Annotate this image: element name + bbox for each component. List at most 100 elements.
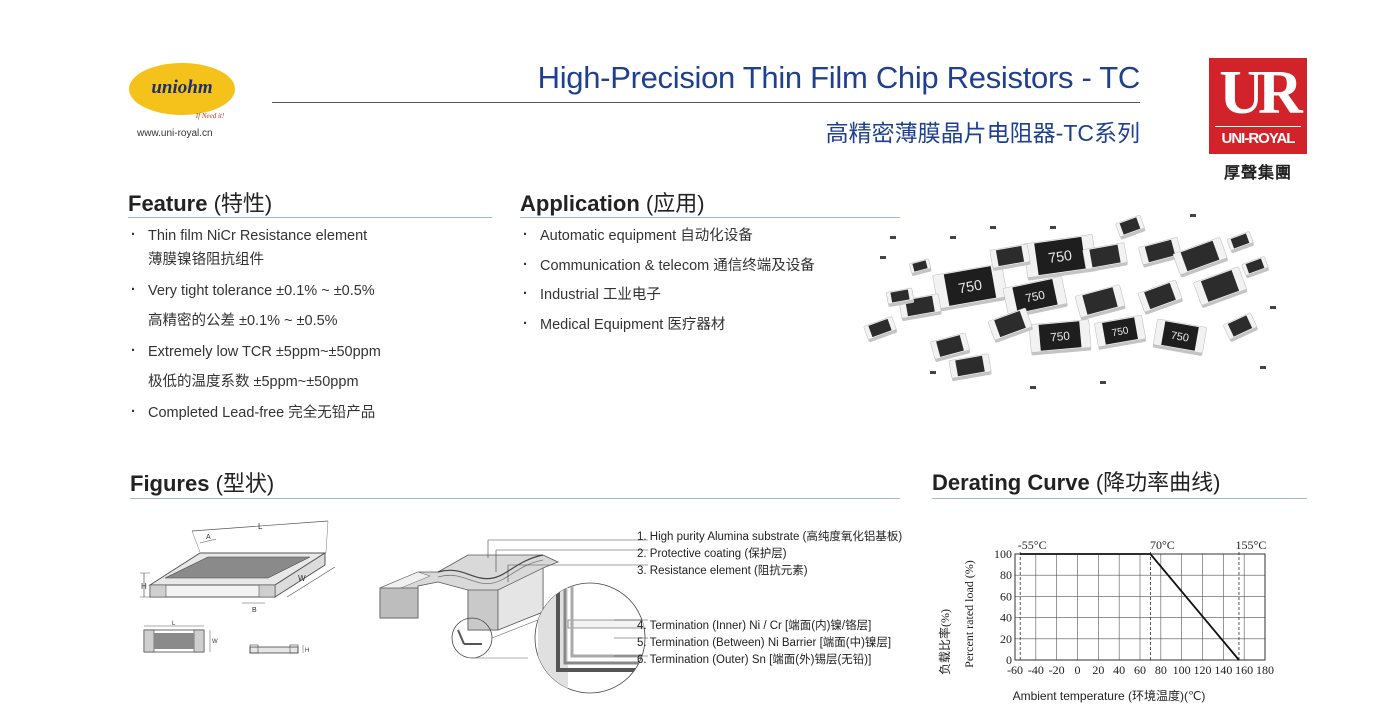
feature-item-cn: 高精密的公差 ±0.1% ~ ±0.5% (148, 313, 338, 329)
application-item: Medical Equipment 医疗器材 (520, 313, 900, 336)
figures-heading-cn: (型状) (215, 471, 275, 496)
chip-resistive-layer (912, 260, 928, 272)
chip-resistive-layer (1230, 233, 1250, 249)
chip-resistive-layer (1038, 321, 1082, 351)
dim-label-h-side: H (305, 648, 309, 654)
chip-small (1270, 306, 1276, 309)
feature-item-cn: 薄膜镍铬阻抗组件 (148, 252, 264, 268)
uniohm-logo: uniohm If Need it! (129, 63, 235, 120)
y-tick-label: 80 (1000, 568, 1012, 582)
chip-resistive-layer (936, 335, 964, 357)
derating-line (1020, 553, 1240, 661)
legend-item: 3. Resistance element (阻抗元素) (637, 565, 808, 577)
chip-resistor (1082, 242, 1128, 273)
chip-small (1050, 226, 1056, 229)
cross-section-drawing (379, 539, 648, 694)
x-tick-label: 0 (1075, 663, 1081, 677)
x-tick-label: 60 (1134, 663, 1146, 677)
legend-item: 2. Protective coating (保护层) (637, 548, 787, 560)
chip-small (990, 226, 996, 229)
x-tick-label: 40 (1113, 663, 1125, 677)
x-axis-label: Ambient temperature (环境温度)(℃) (1013, 688, 1206, 703)
legend-item: 1. High purity Alumina substrate (高纯度氧化铝… (637, 531, 903, 543)
chip-resistive-layer (1245, 258, 1265, 274)
y-tick-label: 40 (1000, 611, 1012, 625)
y-tick-label: 0 (1006, 653, 1012, 667)
application-divider (520, 217, 900, 218)
chip-resistor (886, 287, 915, 307)
chip-resistive-layer (943, 266, 997, 306)
chip-resistive-layer (1082, 287, 1118, 315)
title-divider (272, 102, 1140, 103)
chip-small (930, 371, 936, 374)
x-tick-label: -40 (1028, 663, 1044, 677)
derating-heading-en: Derating Curve (932, 470, 1090, 495)
chip-marking: 750 (1111, 325, 1130, 339)
chip-small (880, 256, 886, 259)
figures-heading-en: Figures (130, 471, 210, 496)
chip-resistive-layer (1089, 244, 1121, 268)
x-tick-label: 180 (1256, 663, 1274, 677)
feature-heading-cn: (特性) (213, 191, 273, 216)
figures-heading: Figures (型状) (130, 466, 274, 498)
chip-resistive-layer (1144, 239, 1176, 263)
chip-marking: 750 (1047, 248, 1073, 267)
chip-resistor: 750 (1094, 315, 1147, 350)
website-url: www.uni-royal.cn (137, 128, 213, 139)
dim-label-l: L (258, 522, 263, 531)
dim-label-h: H (141, 582, 147, 591)
feature-item-en: Extremely low TCR ±5ppm~±50ppm (148, 344, 381, 360)
derating-heading: Derating Curve (降功率曲线) (932, 465, 1221, 497)
dimension-drawing: L A H W B L W H (140, 520, 336, 654)
x-tick-label: 20 (1092, 663, 1104, 677)
page-title: High-Precision Thin Film Chip Resistors … (537, 60, 1141, 95)
y-tick-label: 60 (1000, 589, 1012, 603)
application-item: Industrial 工业电子 (520, 283, 900, 306)
chip-marking: 750 (1024, 288, 1046, 305)
feature-item: Thin film NiCr Resistance element 薄膜镍铬阻抗… (128, 223, 498, 272)
chip-resistive-layer (1102, 317, 1138, 345)
chip-resistive-layer (1161, 321, 1199, 351)
chip-small (1190, 214, 1196, 217)
chip-resistive-layer (994, 310, 1026, 338)
feature-heading: Feature (特性) (128, 186, 272, 218)
application-heading: Application (应用) (520, 186, 705, 218)
dim-label-l-top: L (172, 621, 176, 627)
x-tick-label: 160 (1235, 663, 1253, 677)
chip-resistor: 750 (1022, 234, 1098, 281)
chip-resistive-layer (1227, 315, 1253, 337)
chip-resistive-layer (1180, 240, 1220, 272)
legend-item: 4. Termination (Inner) Ni / Cr [端面(内)镍/铬… (637, 620, 872, 632)
chip-resistor (1223, 312, 1258, 342)
brand-name: UNI-ROYAL (1221, 130, 1296, 147)
chip-resistor: 750 (932, 263, 1008, 312)
chip-resistor (989, 243, 1031, 271)
chip-resistor: 750 (1002, 276, 1068, 319)
chip-resistor (1075, 284, 1126, 321)
application-list: Automatic equipment 自动化设备 Communication … (520, 224, 900, 343)
chip-resistor (930, 332, 971, 362)
chip-resistive-layer (955, 355, 985, 377)
chip-marking: 750 (957, 277, 983, 297)
feature-item: Completed Lead-free 完全无铅产品 (128, 400, 498, 425)
feature-item: Extremely low TCR ±5ppm~±50ppm 极低的温度系数 ±… (128, 339, 498, 394)
y-axis-label: Percent rated load (%) (962, 560, 976, 668)
chip-resistive-layer (995, 245, 1025, 267)
chip-small (1260, 366, 1266, 369)
y-tick-label: 20 (1000, 632, 1012, 646)
marker-label: 155°C (1236, 538, 1267, 552)
application-item: Communication & telecom 通信终端及设备 (520, 254, 900, 277)
page-subtitle-cn: 高精密薄膜晶片电阻器-TC系列 (825, 120, 1140, 146)
feature-item-en: Completed Lead-free 完全无铅产品 (148, 405, 376, 421)
chip-small (1030, 386, 1036, 389)
marker-label: -55°C (1018, 538, 1047, 552)
chip-resistive-layer (1034, 236, 1086, 276)
brand-mark: UR (1219, 59, 1303, 127)
application-heading-cn: (应用) (645, 191, 705, 216)
feature-list: Thin film NiCr Resistance element 薄膜镍铬阻抗… (128, 223, 498, 432)
chip-resistor (1115, 215, 1146, 240)
chip-resistive-layer (1144, 282, 1176, 310)
x-tick-label: 140 (1214, 663, 1232, 677)
